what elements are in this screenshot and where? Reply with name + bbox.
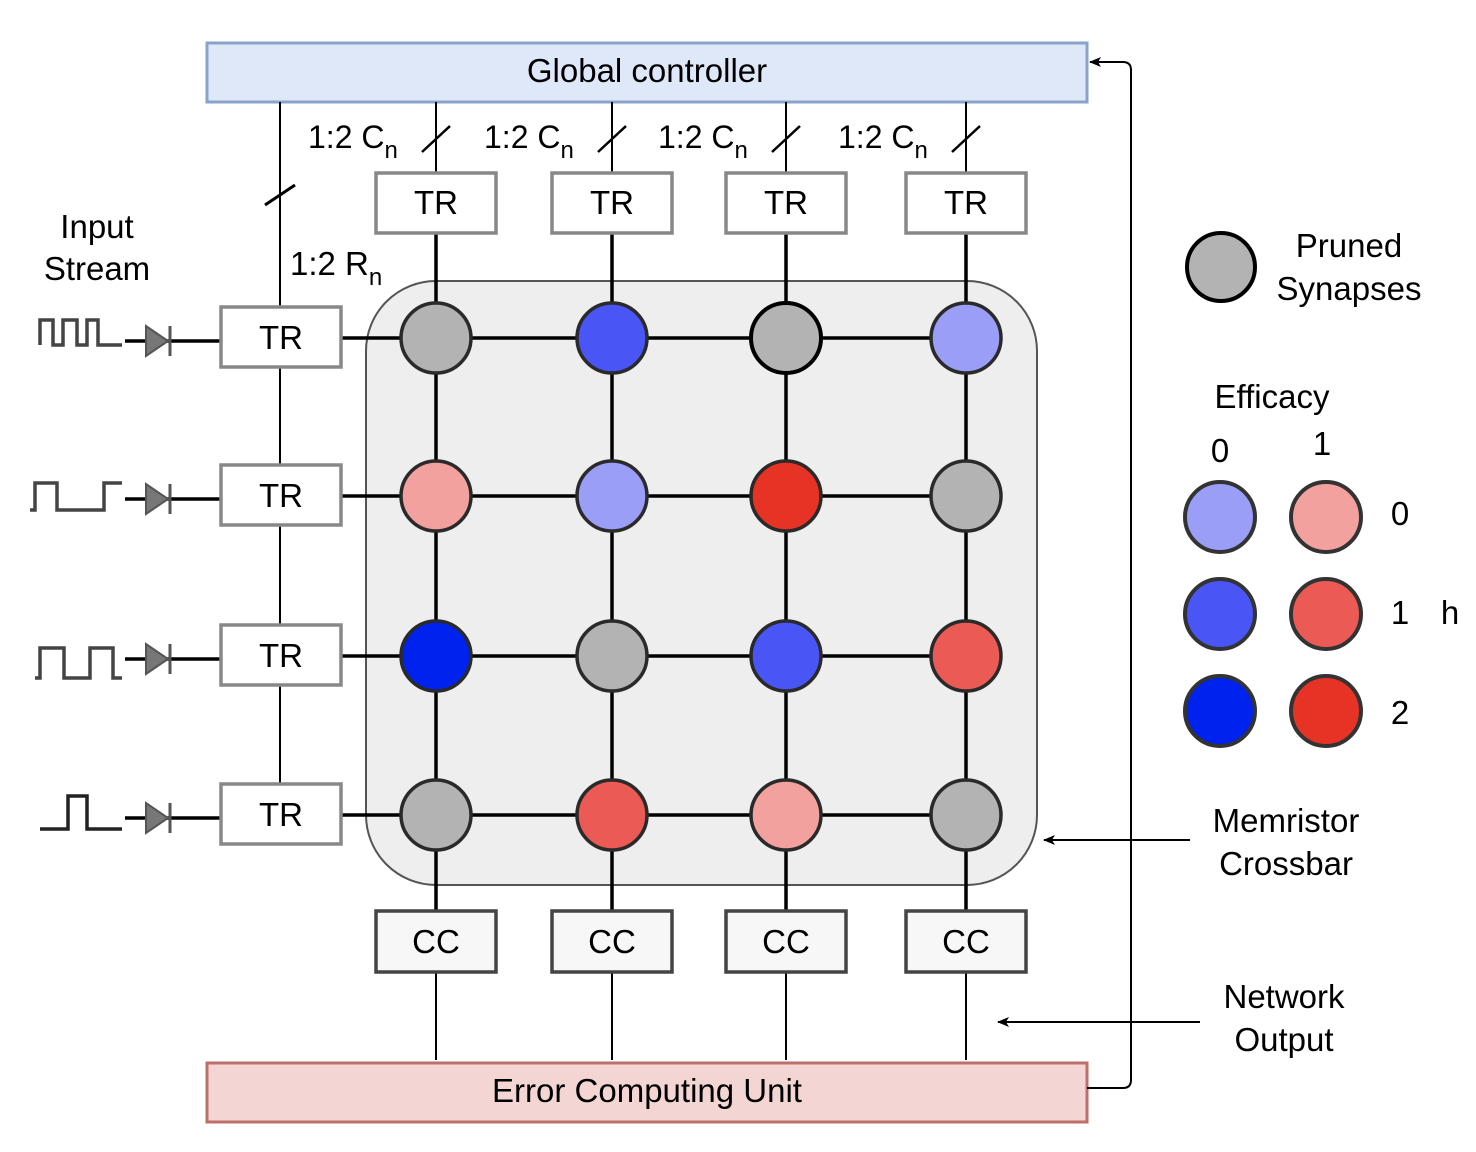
synapse-cell-blue-1 [575, 301, 649, 375]
legend-h: h [1441, 594, 1459, 631]
synapse-cell-blue-1 [749, 619, 823, 693]
synapse-cell-pruned [399, 301, 473, 375]
column-bus-slash [951, 125, 981, 153]
column-tr-box [724, 171, 848, 235]
diode-icon [145, 324, 170, 358]
synapse-cell-red-1 [929, 619, 1003, 693]
synapse-cell-red-1 [575, 778, 649, 852]
column-cc-label: CC [588, 923, 636, 960]
column-bus-slash [771, 125, 801, 153]
input-pulse-2 [30, 481, 122, 512]
row-tr-label: TR [259, 796, 303, 833]
legend-pruned-label-line2: Synapses [1277, 270, 1422, 307]
column-tr-label: TR [944, 184, 988, 221]
synapse-cell-pruned [929, 459, 1003, 533]
diode-icon [145, 801, 170, 835]
synapse-cell-red-0 [399, 459, 473, 533]
global-controller-box [205, 41, 1089, 104]
column-tr-box [550, 171, 674, 235]
column-cc-label: CC [412, 923, 460, 960]
synapse-cell-red-2 [749, 459, 823, 533]
legend-row-2: 2 [1391, 694, 1409, 731]
legend-row-0: 0 [1391, 495, 1409, 532]
column-cc-box [904, 909, 1028, 974]
column-cc-box [374, 909, 498, 974]
column-bus-label: 1:2 Cn [308, 119, 398, 164]
legend-red-0 [1289, 480, 1363, 554]
synapse-cell-pruned [575, 619, 649, 693]
network-output-label-line1: Network [1223, 978, 1345, 1015]
synapse-cell-pruned [929, 778, 1003, 852]
crossbar-cells-layer [399, 301, 1003, 852]
row-tr-box [219, 623, 343, 687]
column-bus-label: 1:2 Cn [658, 119, 748, 164]
row-tr-box [219, 463, 343, 527]
legend-col-0: 0 [1211, 432, 1229, 469]
column-bus-label: 1:2 Cn [838, 119, 928, 164]
column-cc-box [724, 909, 848, 974]
row-tr-box [219, 305, 343, 369]
input-pulse-4 [40, 794, 122, 831]
legend-blue-1 [1183, 577, 1257, 651]
column-bus-slash [597, 125, 627, 153]
column-bus-label: 1:2 Cn [484, 119, 574, 164]
global-controller-label: Global controller [527, 52, 767, 89]
column-cc-box [550, 909, 674, 974]
legend-red-1 [1289, 577, 1363, 651]
memristor-crossbar-label-line2: Crossbar [1219, 845, 1353, 882]
legend-col-1: 1 [1313, 425, 1331, 462]
legend-blue-2 [1183, 674, 1257, 748]
input-pulse-1 [38, 318, 122, 347]
memristor-crossbar-label-line1: Memristor [1213, 802, 1360, 839]
column-tr-label: TR [590, 184, 634, 221]
synapse-cell-pruned [399, 778, 473, 852]
error-computing-unit-label: Error Computing Unit [492, 1072, 802, 1109]
input-stream-label-line1: Input [60, 208, 133, 245]
synapse-cell-blue-0 [929, 301, 1003, 375]
column-tr-label: TR [414, 184, 458, 221]
network-output-label-line2: Output [1234, 1021, 1333, 1058]
column-tr-label: TR [764, 184, 808, 221]
row-bus-slash [264, 183, 296, 207]
synapse-cell-pruned [749, 301, 823, 375]
input-pulse-3 [35, 646, 122, 680]
columns-layer: 1:2 Cn TR CC 1:2 Cn TR CC 1:2 Cn TR CC 1:2 Cn TR CC [308, 102, 1028, 1060]
row-bus-label: 1:2 Rn [290, 245, 382, 291]
legend-row-1: 1 [1391, 594, 1409, 631]
feedback-arrow [1087, 57, 1132, 1089]
legend-blue-0 [1183, 480, 1257, 554]
legend-efficacy-title: Efficacy [1215, 378, 1330, 415]
row-tr-label: TR [259, 319, 303, 356]
synapse-cell-red-0 [749, 778, 823, 852]
input-stream-label-line2: Stream [44, 250, 150, 287]
legend-pruned-swatch [1185, 231, 1257, 303]
column-bus-slash [421, 125, 451, 153]
legend-red-2 [1289, 674, 1363, 748]
synapse-cell-blue-0 [575, 459, 649, 533]
column-cc-label: CC [762, 923, 810, 960]
legend-pruned-label-line1: Pruned [1296, 227, 1402, 264]
column-tr-box [904, 171, 1028, 235]
synapse-cell-blue-2 [399, 619, 473, 693]
diode-icon [145, 482, 170, 516]
error-computing-unit-box [205, 1061, 1089, 1124]
row-tr-label: TR [259, 637, 303, 674]
column-tr-box [374, 171, 498, 235]
column-cc-label: CC [942, 923, 990, 960]
memristor-crossbar-panel [365, 280, 1038, 886]
row-tr-box [219, 782, 343, 846]
diode-icon [145, 642, 170, 676]
row-tr-label: TR [259, 477, 303, 514]
